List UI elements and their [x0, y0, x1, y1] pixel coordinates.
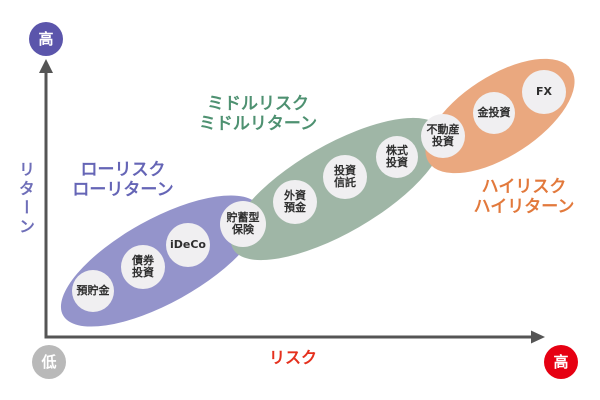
- bubble-stock-investment: 株式 投資: [376, 136, 418, 178]
- low-risk-title-line2: ローリターン: [72, 180, 174, 200]
- bubble-real-estate-investment: 不動産 投資: [421, 114, 465, 158]
- bubble-investment-trust-line1: 投資: [334, 164, 356, 177]
- x-axis-label: リスク: [268, 348, 318, 367]
- middle-risk-title-line2: ミドルリターン: [198, 114, 318, 134]
- x-axis-arrowhead-icon: [531, 330, 545, 344]
- bubble-savings-insurance-line1: 貯蓄型: [226, 211, 260, 224]
- bubble-stock-investment-line2: 投資: [386, 156, 408, 169]
- bubble-savings-insurance-line2: 保険: [232, 223, 254, 236]
- low-risk-title: ローリスク ローリターン: [72, 160, 173, 200]
- bubble-gold-investment: 金投資: [473, 92, 515, 134]
- bubble-ideco: iDeCo: [166, 223, 210, 267]
- bubble-gold-investment-label: 金投資: [477, 106, 511, 119]
- bubble-stock-investment-line1: 株式: [386, 144, 408, 157]
- bubble-real-estate-investment-line1: 不動産: [426, 123, 460, 136]
- bubble-fx-label: FX: [536, 85, 552, 98]
- bubble-real-estate-investment-line2: 投資: [432, 135, 454, 148]
- bubble-foreign-currency-deposit: 外資 預金: [273, 180, 317, 224]
- middle-risk-title-line1: ミドルリスク: [207, 94, 309, 114]
- bubble-fx: FX: [522, 70, 566, 114]
- x-axis-high-badge: 高: [544, 345, 578, 379]
- bubble-deposits: 預貯金: [72, 270, 114, 312]
- y-axis-label: リターン: [16, 161, 35, 237]
- bubble-foreign-currency-deposit-line1: 外資: [284, 189, 306, 202]
- bubble-bond-investment: 債券 投資: [121, 245, 165, 289]
- y-axis-high-badge: 高: [29, 22, 63, 56]
- bubble-deposits-label: 預貯金: [76, 284, 110, 297]
- y-axis-arrowhead-icon: [39, 59, 53, 73]
- x-axis-high-badge-label: 高: [553, 352, 569, 371]
- high-risk-title-line1: ハイリスク: [481, 177, 567, 197]
- y-axis-low-badge: 低: [32, 345, 66, 379]
- bubble-savings-insurance: 貯蓄型 保険: [220, 201, 266, 247]
- low-risk-title-line1: ローリスク: [80, 160, 166, 180]
- middle-risk-title: ミドルリスク ミドルリターン: [199, 94, 317, 134]
- y-axis-high-badge-label: 高: [38, 29, 54, 48]
- bubble-bond-investment-line1: 債券: [132, 254, 154, 267]
- y-axis-low-badge-label: 低: [41, 352, 57, 371]
- bubble-investment-trust: 投資 信託: [323, 155, 367, 199]
- high-risk-title: ハイリスク ハイリターン: [474, 177, 575, 217]
- bubble-bond-investment-line2: 投資: [132, 266, 154, 279]
- bubble-ideco-label: iDeCo: [170, 238, 206, 251]
- bubble-foreign-currency-deposit-line2: 預金: [284, 201, 306, 214]
- high-risk-title-line2: ハイリターン: [473, 197, 575, 217]
- bubble-investment-trust-line2: 信託: [334, 176, 356, 189]
